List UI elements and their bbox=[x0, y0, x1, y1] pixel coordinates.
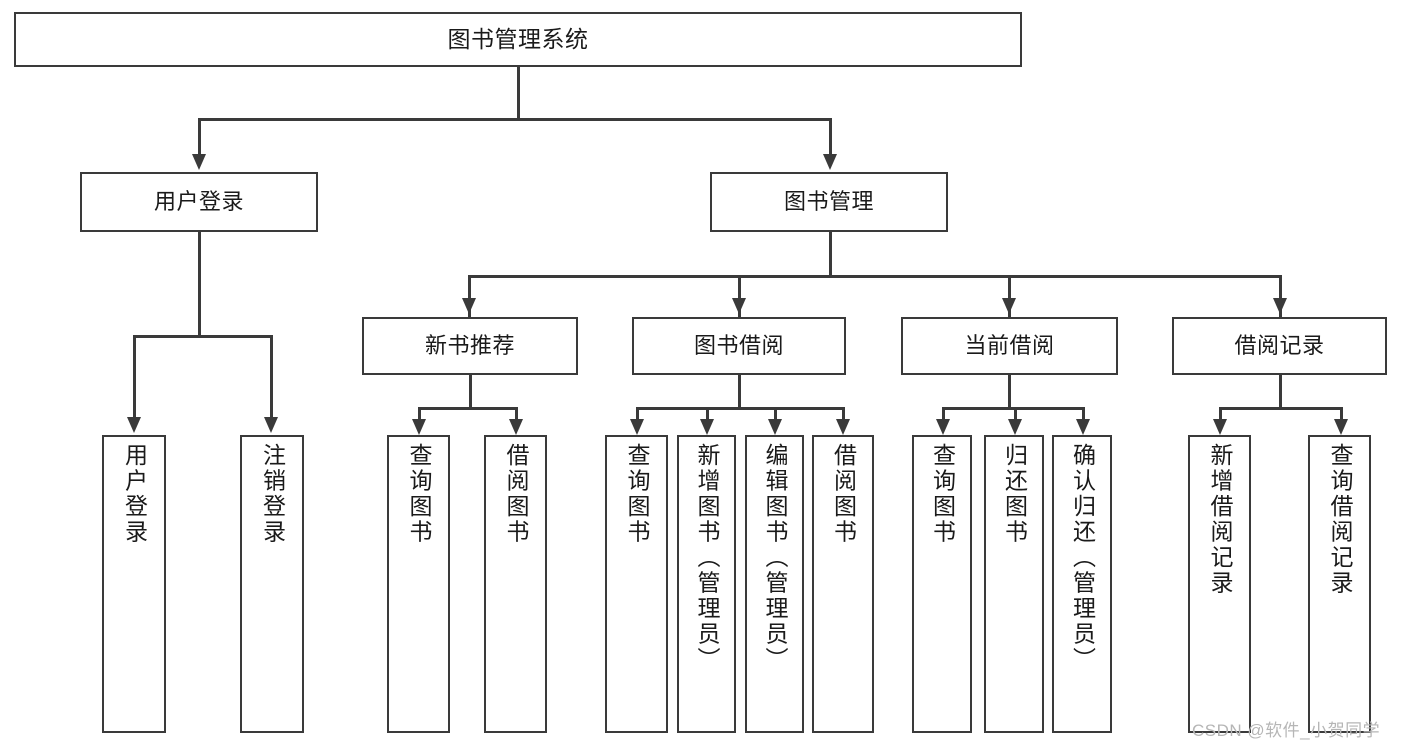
node-label: 新增借阅记录 bbox=[1207, 443, 1233, 596]
connector-drop-bb-edit bbox=[774, 407, 777, 427]
arrow-to-borrow-records bbox=[1273, 298, 1287, 314]
node-label: 当前借阅 bbox=[964, 332, 1055, 358]
arrow-to-cb-return bbox=[1008, 419, 1022, 435]
leaf-nb-borrow-book[interactable]: 借阅图书 bbox=[484, 435, 547, 733]
node-label: 图书管理系统 bbox=[447, 25, 589, 52]
connector-records-bus bbox=[1219, 407, 1341, 410]
connector-current-bus bbox=[942, 407, 1082, 410]
node-borrow-records[interactable]: 借阅记录 bbox=[1172, 317, 1387, 375]
arrow-to-book-mgmt bbox=[823, 154, 837, 170]
connector-borrow-stem bbox=[738, 375, 741, 408]
connector-drop-leaf-logout bbox=[270, 335, 273, 419]
arrow-to-bb-query bbox=[630, 419, 644, 435]
connector-drop-br-query bbox=[1340, 407, 1343, 427]
leaf-br-query-record[interactable]: 查询借阅记录 bbox=[1308, 435, 1371, 733]
connector-drop-bb-query bbox=[636, 407, 639, 427]
node-label: 编辑图书（管理员） bbox=[762, 443, 788, 673]
node-label: 确认归还（管理员） bbox=[1069, 443, 1096, 673]
connector-drop-br-add bbox=[1219, 407, 1222, 427]
connector-book-mgmt-stem bbox=[829, 232, 832, 276]
arrow-to-br-add bbox=[1213, 419, 1227, 435]
arrow-to-borrow bbox=[732, 298, 746, 314]
arrow-to-leaf-logout bbox=[264, 417, 278, 433]
connector-root-stem bbox=[517, 67, 520, 118]
node-label: 用户登录 bbox=[121, 443, 148, 545]
connector-level3-bus bbox=[468, 275, 1280, 278]
connector-records-stem bbox=[1279, 375, 1282, 408]
arrow-to-new-books bbox=[462, 298, 476, 314]
connector-drop-bb-add bbox=[706, 407, 709, 427]
connector-user-login-bus bbox=[133, 335, 271, 338]
arrow-to-nb-borrow bbox=[509, 419, 523, 435]
node-label: 查询图书 bbox=[624, 443, 650, 545]
arrow-to-user-login bbox=[192, 154, 206, 170]
connector-drop-nb-borrow bbox=[515, 407, 518, 427]
csdn-watermark: CSDN @软件_小贺同学 bbox=[1192, 721, 1381, 740]
leaf-bb-query-book[interactable]: 查询图书 bbox=[605, 435, 668, 733]
node-label: 图书管理 bbox=[783, 188, 874, 214]
node-label: 新书推荐 bbox=[424, 332, 515, 358]
connector-drop-user-login bbox=[198, 118, 201, 156]
arrow-to-bb-edit bbox=[768, 419, 782, 435]
leaf-cb-confirm-return-admin[interactable]: 确认归还（管理员） bbox=[1052, 435, 1112, 733]
arrow-to-cb-confirm bbox=[1076, 419, 1090, 435]
node-label: 借阅记录 bbox=[1234, 332, 1325, 358]
connector-current-stem bbox=[1008, 375, 1011, 408]
connector-user-login-stem bbox=[198, 232, 201, 335]
connector-new-books-bus bbox=[418, 407, 516, 410]
arrow-to-br-query bbox=[1334, 419, 1348, 435]
leaf-bb-borrow-book[interactable]: 借阅图书 bbox=[812, 435, 874, 733]
leaf-bb-edit-book-admin[interactable]: 编辑图书（管理员） bbox=[745, 435, 804, 733]
node-new-book-recommend[interactable]: 新书推荐 bbox=[362, 317, 578, 375]
connector-borrow-bus bbox=[636, 407, 843, 410]
connector-drop-bb-borrow bbox=[842, 407, 845, 427]
node-label: 借阅图书 bbox=[830, 443, 857, 545]
arrow-to-current-borrow bbox=[1002, 298, 1016, 314]
connector-drop-borrow-records bbox=[1279, 275, 1282, 319]
connector-drop-nb-query bbox=[418, 407, 421, 427]
arrow-to-bb-borrow bbox=[836, 419, 850, 435]
leaf-bb-add-book-admin[interactable]: 新增图书（管理员） bbox=[677, 435, 736, 733]
node-label: 归还图书 bbox=[1001, 443, 1028, 545]
connector-drop-book-mgmt bbox=[829, 118, 832, 156]
arrow-to-leaf-user-login bbox=[127, 417, 141, 433]
node-user-login[interactable]: 用户登录 bbox=[80, 172, 318, 232]
connector-drop-borrow bbox=[738, 275, 741, 319]
node-label: 查询借阅记录 bbox=[1327, 443, 1353, 596]
node-book-borrow[interactable]: 图书借阅 bbox=[632, 317, 846, 375]
leaf-br-add-record[interactable]: 新增借阅记录 bbox=[1188, 435, 1251, 733]
leaf-cb-return-book[interactable]: 归还图书 bbox=[984, 435, 1044, 733]
node-book-management[interactable]: 图书管理 bbox=[710, 172, 948, 232]
arrow-to-nb-query bbox=[412, 419, 426, 435]
arrow-to-bb-add bbox=[700, 419, 714, 435]
connector-drop-cb-query bbox=[942, 407, 945, 427]
leaf-cb-query-book[interactable]: 查询图书 bbox=[912, 435, 972, 733]
connector-drop-cb-return bbox=[1014, 407, 1017, 427]
node-label: 用户登录 bbox=[153, 188, 244, 214]
connector-new-books-stem bbox=[469, 375, 472, 408]
leaf-user-login[interactable]: 用户登录 bbox=[102, 435, 166, 733]
node-current-borrow[interactable]: 当前借阅 bbox=[901, 317, 1118, 375]
connector-drop-leaf-user-login bbox=[133, 335, 136, 419]
connector-level2-bus bbox=[198, 118, 830, 121]
node-label: 查询图书 bbox=[929, 443, 956, 545]
node-label: 图书借阅 bbox=[693, 332, 784, 358]
node-label: 注销登录 bbox=[259, 443, 286, 545]
leaf-logout[interactable]: 注销登录 bbox=[240, 435, 304, 733]
connector-drop-cb-confirm bbox=[1082, 407, 1085, 427]
connector-drop-new-books bbox=[468, 275, 471, 319]
node-label: 借阅图书 bbox=[503, 443, 529, 545]
leaf-nb-query-book[interactable]: 查询图书 bbox=[387, 435, 450, 733]
node-root-system[interactable]: 图书管理系统 bbox=[14, 12, 1022, 67]
node-label: 新增图书（管理员） bbox=[694, 443, 720, 673]
arrow-to-cb-query bbox=[936, 419, 950, 435]
node-label: 查询图书 bbox=[406, 443, 432, 545]
connector-drop-current-borrow bbox=[1008, 275, 1011, 319]
